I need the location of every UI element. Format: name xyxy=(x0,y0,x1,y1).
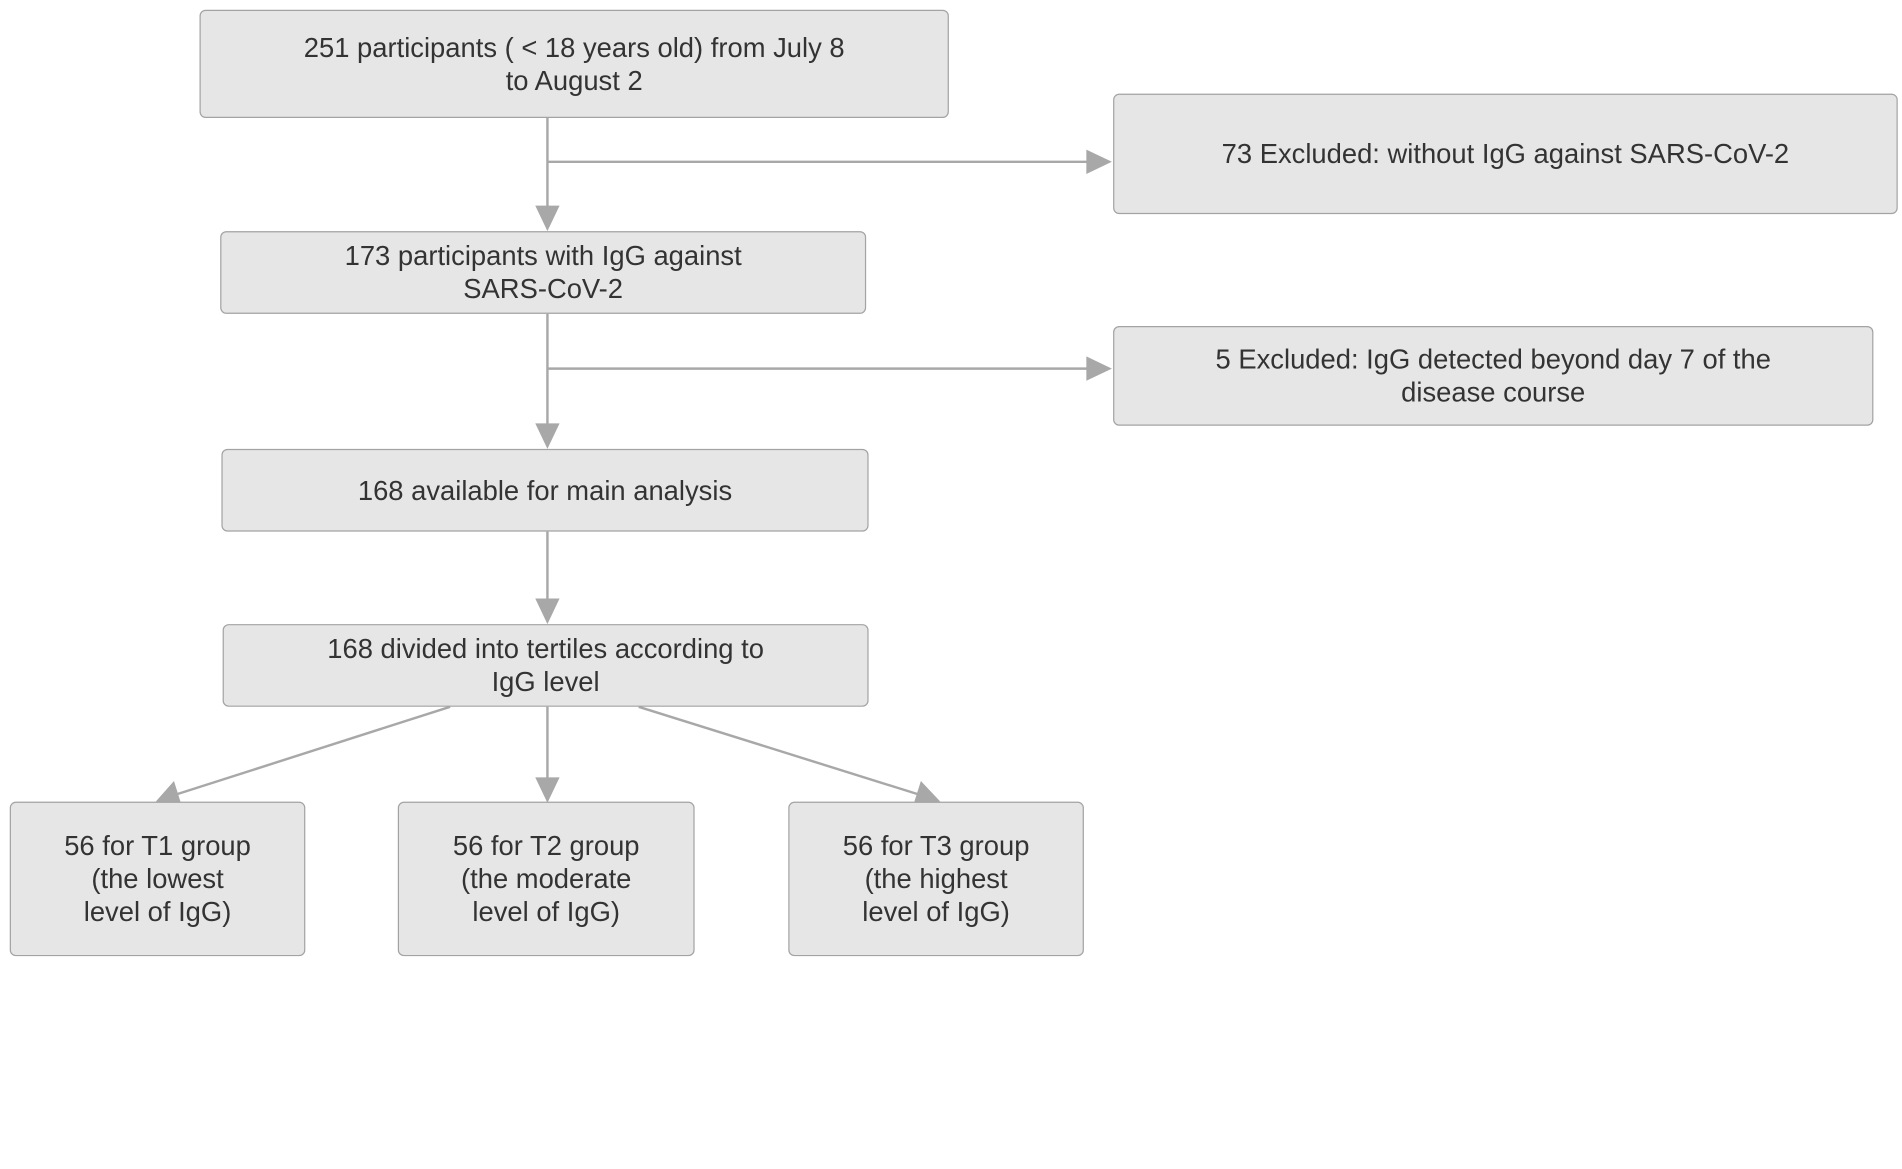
arrow-divided-to-t3 xyxy=(638,705,919,796)
arrowhead-divided-to-t1 xyxy=(155,780,182,805)
node-start: 251 participants ( < 18 years old) from … xyxy=(199,9,949,119)
node-available: 168 available for main analysis xyxy=(221,448,869,532)
node-excluded-1: 73 Excluded: without IgG against SARS-Co… xyxy=(1113,93,1898,215)
node-excluded-1-label: 73 Excluded: without IgG against SARS-Co… xyxy=(1221,138,1790,170)
arrowhead-with-igg-to-excluded-2 xyxy=(1086,356,1112,381)
flowchart-arrows xyxy=(155,118,1112,805)
node-with-igg-label: 173 participants with IgG against SARS-C… xyxy=(344,240,742,305)
node-t1: 56 for T1 group (the lowest level of IgG… xyxy=(9,801,306,957)
arrowhead-divided-to-t2 xyxy=(535,777,560,803)
node-t3-label: 56 for T3 group (the highest level of Ig… xyxy=(842,830,1030,927)
node-excluded-2-label: 5 Excluded: IgG detected beyond day 7 of… xyxy=(1215,344,1771,408)
arrowhead-start-to-excluded-1 xyxy=(1086,149,1112,174)
node-divided-label: 168 divided into tertiles according to I… xyxy=(327,633,764,698)
node-divided: 168 divided into tertiles according to I… xyxy=(222,624,869,707)
node-excluded-2: 5 Excluded: IgG detected beyond day 7 of… xyxy=(1113,326,1874,426)
arrowhead-start-to-with-igg xyxy=(535,205,560,232)
node-t1-label: 56 for T1 group (the lowest level of IgG… xyxy=(64,830,251,927)
node-t2-label: 56 for T2 group (the moderate level of I… xyxy=(452,830,640,927)
arrow-divided-to-t1 xyxy=(176,705,451,796)
arrowhead-with-igg-to-available xyxy=(535,423,560,449)
node-t2: 56 for T2 group (the moderate level of I… xyxy=(397,801,695,957)
node-t3: 56 for T3 group (the highest level of Ig… xyxy=(788,801,1084,957)
arrowhead-divided-to-t3 xyxy=(913,780,941,805)
node-start-label: 251 participants ( < 18 years old) from … xyxy=(303,32,845,96)
node-with-igg: 173 participants with IgG against SARS-C… xyxy=(220,231,867,314)
arrowhead-available-to-divided xyxy=(535,598,560,625)
node-available-label: 168 available for main analysis xyxy=(357,475,733,506)
